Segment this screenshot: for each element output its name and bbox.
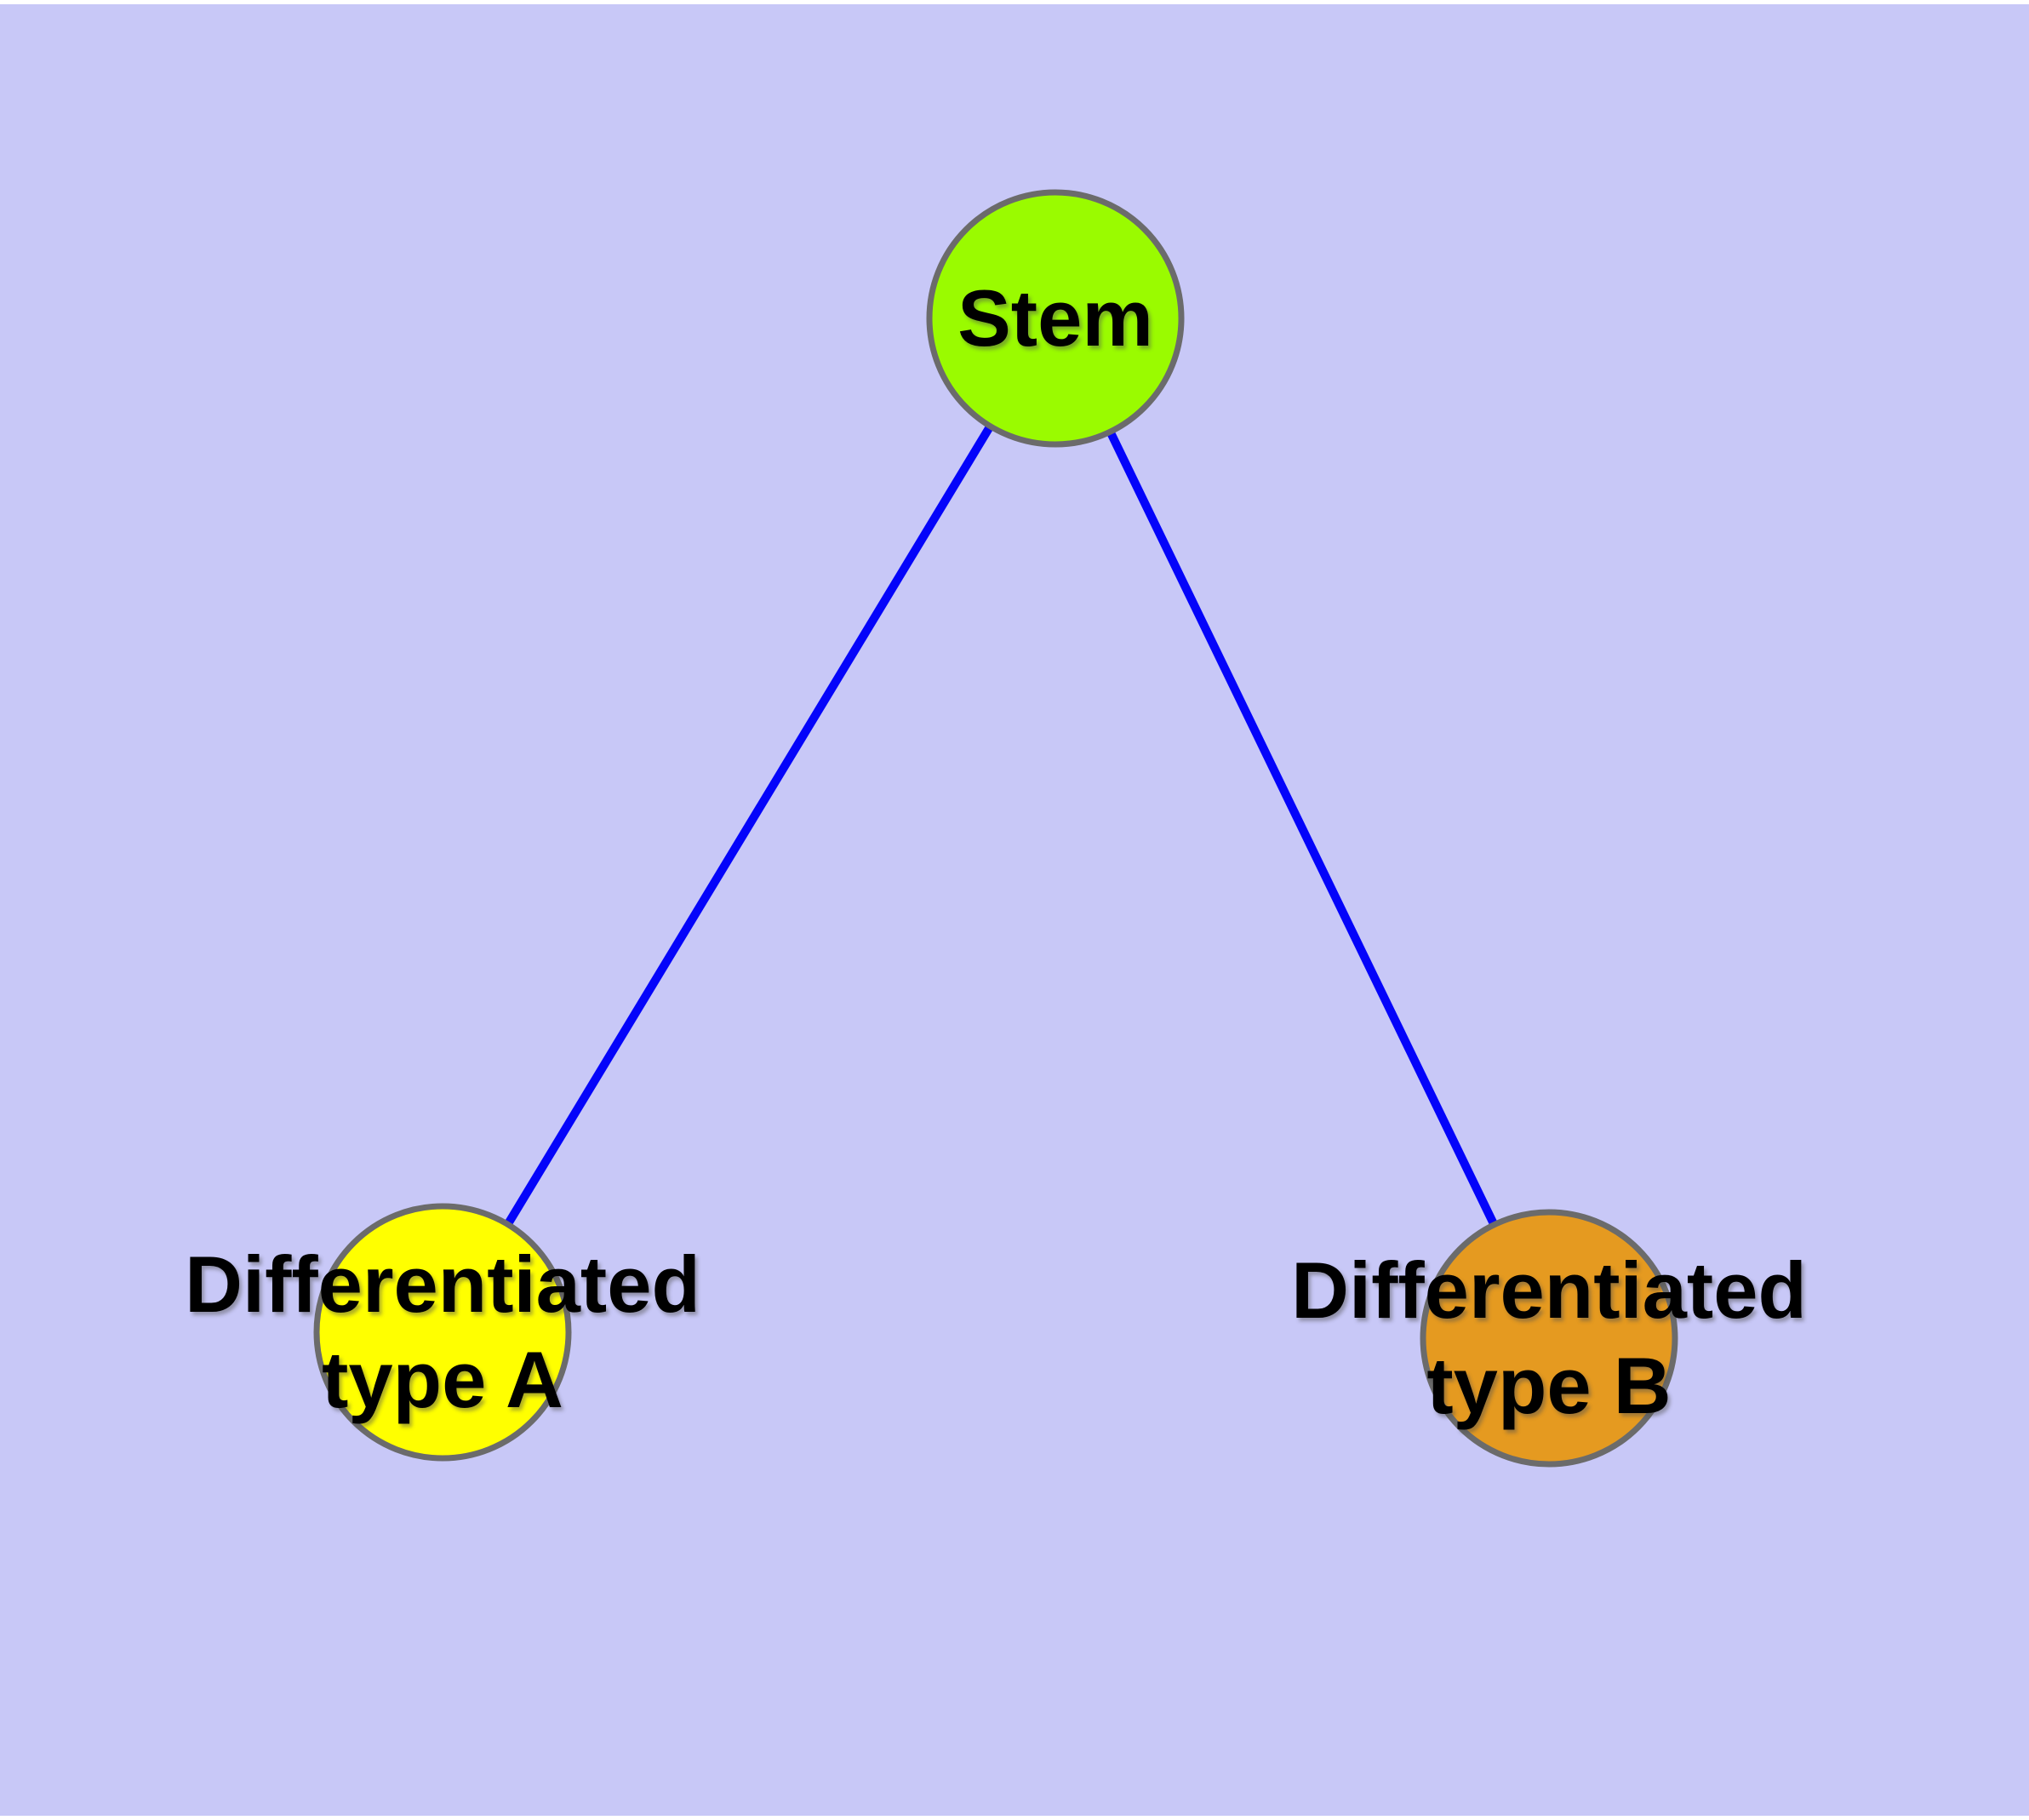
edge-stem-to-typeA (438, 316, 1060, 1335)
edge-stem-to-typeB (1051, 316, 1553, 1341)
node-typeA-circle (313, 1203, 572, 1462)
node-stem-circle (926, 189, 1185, 448)
node-typeB-circle (1420, 1209, 1678, 1468)
